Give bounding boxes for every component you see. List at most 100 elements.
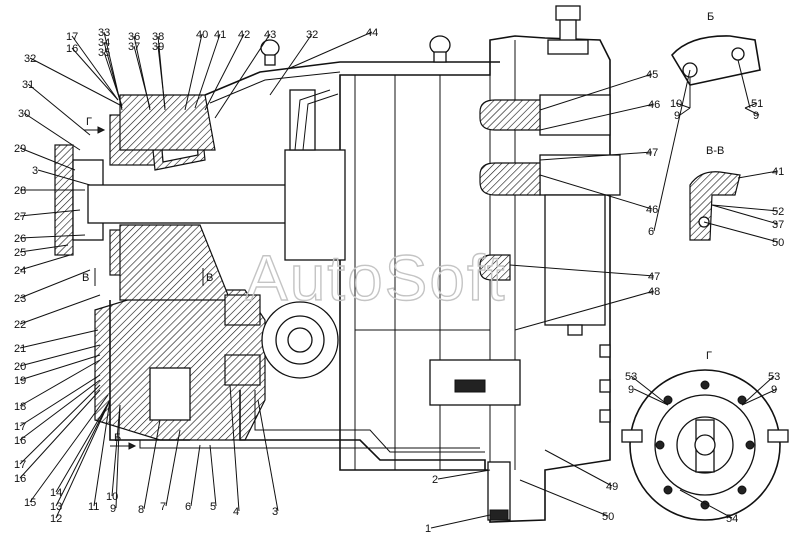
arrow-markers: Г В В Б <box>82 116 213 450</box>
leader-line <box>703 221 779 243</box>
callout: 37 <box>772 219 784 231</box>
callout: 46 <box>646 204 658 216</box>
callout: 32 <box>306 29 318 41</box>
callout: 9 <box>753 110 759 122</box>
callout: 7 <box>160 501 166 513</box>
leader-line <box>229 384 240 512</box>
leader-line <box>19 344 101 367</box>
leader-line <box>209 444 217 507</box>
callout: 29 <box>14 143 26 155</box>
callout: 17 <box>14 421 26 433</box>
leader-line <box>157 45 166 109</box>
lifting-eye-icon <box>429 35 451 55</box>
leader-line <box>19 234 86 239</box>
lifting-eye-icon <box>260 39 280 57</box>
leader-line <box>214 33 271 119</box>
callout: 44 <box>366 27 378 39</box>
callout: 37 <box>128 41 140 53</box>
leader-line <box>539 174 653 210</box>
leader-line <box>103 51 123 107</box>
callout: 43 <box>264 29 276 41</box>
leader-line <box>679 107 691 116</box>
callout: 22 <box>14 319 26 331</box>
leader-line <box>19 254 71 271</box>
leader-line <box>675 102 691 109</box>
leader-line <box>711 204 779 212</box>
callout: 35 <box>98 47 110 59</box>
callout: 15 <box>24 497 36 509</box>
callout: 51 <box>751 98 763 110</box>
callout: 42 <box>238 29 250 41</box>
callout: 5 <box>210 501 216 513</box>
leader-line <box>509 264 655 277</box>
leader-line <box>71 35 119 101</box>
callout: 1 <box>425 523 431 535</box>
callout: 3 <box>32 165 38 177</box>
leader-line <box>19 329 99 349</box>
callout: 16 <box>14 473 26 485</box>
leader-line <box>430 514 491 529</box>
leader-lines <box>19 31 779 529</box>
leader-line <box>19 244 69 253</box>
left-gear-section <box>54 89 486 470</box>
leader-line <box>519 479 609 517</box>
callout: 32 <box>24 53 36 65</box>
leader-line <box>37 169 91 186</box>
leader-line <box>204 33 245 111</box>
callout: 24 <box>14 265 26 277</box>
callout: 11 <box>88 501 99 513</box>
leader-line <box>19 389 101 479</box>
callout: 17 <box>66 31 78 43</box>
arrow-marker-b: Б <box>114 432 121 444</box>
leader-line <box>544 449 613 487</box>
leader-line <box>679 489 733 519</box>
right-internals <box>429 94 621 423</box>
callout: 9 <box>771 384 777 396</box>
leader-line <box>633 388 669 406</box>
callout: 47 <box>646 147 658 159</box>
watermark: AutoSoft <box>245 242 507 314</box>
leader-line <box>19 354 101 381</box>
callout: 28 <box>14 185 26 197</box>
leader-line <box>111 404 121 497</box>
callout: 33 <box>98 27 110 39</box>
section-v-v: В-В <box>689 145 741 241</box>
leader-line <box>29 394 109 503</box>
leader-line <box>19 359 101 407</box>
view-g: Г <box>621 350 789 521</box>
leader-line <box>539 151 653 161</box>
leader-line <box>630 375 669 406</box>
callout: 9 <box>628 384 634 396</box>
callout: 6 <box>648 226 654 238</box>
callout-labels: 1 2 3 3 4 5 6 7 8 9 10 11 12 13 14 15 16… <box>14 27 784 535</box>
leader-line <box>19 374 101 427</box>
leader-line <box>133 45 151 109</box>
callout: 46 <box>648 99 660 111</box>
leader-line <box>19 209 81 217</box>
callout: 50 <box>602 511 614 523</box>
leader-line <box>55 399 111 519</box>
callout: 21 <box>14 343 26 355</box>
callout: 27 <box>14 211 26 223</box>
callout: 45 <box>646 69 658 81</box>
leader-line <box>184 33 203 111</box>
leader-line <box>289 31 373 69</box>
callout: 10 <box>670 98 682 110</box>
callout: 18 <box>14 401 26 413</box>
section-title-g: Г <box>706 350 712 362</box>
callout: 30 <box>18 108 30 120</box>
leader-line <box>29 57 121 106</box>
leader-line <box>514 290 655 331</box>
callout: 38 <box>152 31 164 43</box>
callout: 50 <box>772 237 784 249</box>
section-title-b: Б <box>707 11 714 23</box>
callout: 31 <box>22 79 34 91</box>
leader-line <box>269 33 313 96</box>
leader-line <box>539 73 653 111</box>
leader-line <box>19 147 76 171</box>
leader-line <box>539 103 655 131</box>
leader-line <box>190 444 201 507</box>
leader-line <box>23 112 81 151</box>
callout: 3 <box>272 506 278 518</box>
callout: 2 <box>432 474 438 486</box>
